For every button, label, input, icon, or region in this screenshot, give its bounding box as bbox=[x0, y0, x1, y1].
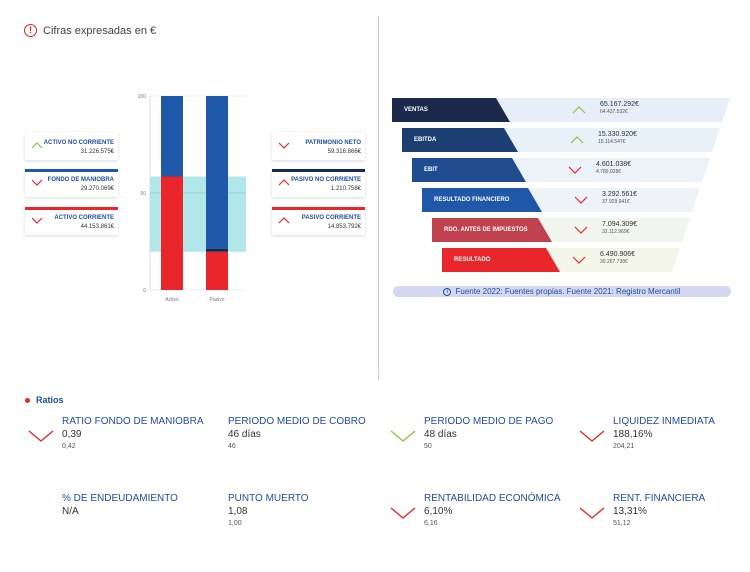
funnel-label: EBIT bbox=[412, 158, 526, 182]
funnel-value: 6.490.906€ bbox=[600, 251, 636, 258]
ratio-value: N/A bbox=[62, 506, 79, 517]
vertical-divider bbox=[378, 16, 379, 380]
ratio-value: 13,31% bbox=[613, 506, 647, 517]
card-pasivo-corriente: PASIVO CORRIENTE 14.853.792€ bbox=[272, 207, 365, 235]
funnel-row: RDO. ANTES DE IMPUESTOS 7.094.309€32.112.… bbox=[432, 218, 690, 242]
ratio-prev-value: 1,00 bbox=[228, 520, 242, 527]
funnel-row: EBIT 4.601.038€4.789.028€ bbox=[412, 158, 710, 182]
alert-icon: ! bbox=[24, 24, 37, 37]
ratio-value: 0,39 bbox=[62, 429, 82, 440]
x-tick-label: Activo bbox=[165, 297, 179, 303]
x-tick-label: Pasivo bbox=[209, 297, 224, 303]
funnel-label: VENTAS bbox=[392, 98, 510, 122]
trend-down-icon bbox=[390, 507, 416, 519]
y-tick-label: 50 bbox=[140, 191, 146, 197]
funnel-row: RESULTADO FINANCIERO 3.292.561€37.929.941… bbox=[422, 188, 700, 212]
trend-down-icon bbox=[568, 166, 582, 174]
ratio-value: 1,08 bbox=[228, 506, 248, 517]
ratio-item: % DE ENDEUDAMIENTO N/A bbox=[62, 493, 178, 520]
ratio-item: RENT. FINANCIERA 13,31% 51,12 bbox=[613, 493, 705, 527]
bar-segment bbox=[206, 248, 228, 252]
funnel-prev-value: 4.789.028€ bbox=[596, 169, 622, 175]
trend-down-icon bbox=[278, 142, 290, 149]
ratio-item: RATIO FONDO DE MANIOBRA 0,39 0,42 bbox=[62, 416, 204, 450]
ratio-prev-value: 204,21 bbox=[613, 443, 635, 450]
trend-down-icon bbox=[572, 256, 586, 264]
card-patrimonio-neto: PATRIMONIO NETO 59.316.866€ bbox=[272, 132, 365, 160]
funnel-label: EBITDA bbox=[402, 128, 518, 152]
ratio-name: PERIODO MEDIO DE PAGO bbox=[424, 416, 554, 427]
trend-down-icon bbox=[579, 430, 605, 442]
trend-up-icon bbox=[31, 142, 43, 149]
funnel-value: 3.292.561€ bbox=[602, 191, 638, 198]
bar-segment bbox=[206, 251, 228, 290]
trend-up-icon bbox=[278, 179, 290, 186]
trend-up-icon bbox=[570, 136, 584, 144]
ratio-value: 46 días bbox=[228, 429, 261, 440]
ratio-value: 48 días bbox=[424, 429, 457, 440]
funnel-label: RESULTADO FINANCIERO bbox=[422, 188, 542, 212]
ratio-item: RENTABILIDAD ECONÓMICA 6,10% 6,16 bbox=[424, 493, 561, 527]
card-fondo-de-maniobra: FONDO DE MANIOBRA 29.270.069€ bbox=[25, 169, 118, 197]
funnel-row: RESULTADO 6.490.906€30.267.738€ bbox=[442, 248, 680, 272]
ratio-item: PUNTO MUERTO 1,08 1,00 bbox=[228, 493, 309, 527]
funnel-prev-value: 32.112.969€ bbox=[602, 229, 630, 235]
funnel-prev-value: 37.929.941€ bbox=[602, 199, 630, 205]
funnel-value: 7.094.309€ bbox=[602, 221, 638, 228]
trend-down-icon bbox=[31, 179, 43, 186]
currency-note: ! Cifras expresadas en € bbox=[24, 24, 156, 37]
trend-down-icon bbox=[390, 430, 416, 442]
funnel-label: RDO. ANTES DE IMPUESTOS bbox=[432, 218, 552, 242]
funnel-value: 65.167.292€ bbox=[600, 101, 639, 108]
bullet-icon bbox=[25, 397, 30, 403]
funnel-prev-value: 30.267.738€ bbox=[600, 259, 628, 265]
ratio-item: PERIODO MEDIO DE PAGO 48 días 50 bbox=[424, 416, 553, 450]
ratio-prev-value: 0,42 bbox=[62, 443, 76, 450]
bar-segment bbox=[161, 176, 183, 290]
trend-up-icon bbox=[572, 106, 586, 114]
source-text: Fuente 2022: Fuentes propias. Fuente 202… bbox=[455, 287, 681, 296]
funnel-row: EBITDA 15.330.920€15.114.547€ bbox=[402, 128, 720, 152]
ratio-value: 6,10% bbox=[424, 506, 453, 517]
ratio-name: PUNTO MUERTO bbox=[228, 493, 309, 504]
y-tick-label: 100 bbox=[138, 94, 147, 100]
funnel-value: 4.601.038€ bbox=[596, 161, 632, 168]
bar-segment bbox=[161, 96, 183, 177]
funnel-value: 15.330.920€ bbox=[598, 131, 637, 138]
funnel-prev-value: 15.114.547€ bbox=[598, 139, 626, 145]
trend-down-icon bbox=[574, 226, 588, 234]
card-activo-corriente: ACTIVO CORRIENTE 44.153.861€ bbox=[25, 207, 118, 235]
info-icon: i bbox=[443, 287, 452, 296]
trend-down-icon bbox=[31, 217, 43, 224]
ratio-item: LIQUIDEZ INMEDIATA 188,16% 204,21 bbox=[613, 416, 715, 450]
ratio-name: % DE ENDEUDAMIENTO bbox=[62, 493, 178, 504]
ratio-name: RENTABILIDAD ECONÓMICA bbox=[424, 493, 561, 504]
ratio-item: PERIODO MEDIO DE COBRO 46 días 46 bbox=[228, 416, 366, 450]
ratio-name: LIQUIDEZ INMEDIATA bbox=[613, 416, 715, 427]
ratio-value: 188,16% bbox=[613, 429, 653, 440]
source-banner: i Fuente 2022: Fuentes propias. Fuente 2… bbox=[393, 286, 731, 297]
funnel-label: RESULTADO bbox=[442, 248, 560, 272]
funnel-row: VENTAS 65.167.292€64.437.532€ bbox=[392, 98, 730, 122]
ratio-name: RATIO FONDO DE MANIOBRA bbox=[62, 416, 204, 427]
ratio-prev-value: 46 bbox=[228, 443, 236, 450]
funnel-prev-value: 64.437.532€ bbox=[600, 109, 628, 115]
trend-down-icon bbox=[579, 507, 605, 519]
bar-segment bbox=[206, 96, 228, 249]
currency-note-text: Cifras expresadas en € bbox=[43, 24, 157, 37]
ratio-prev-value: 6,16 bbox=[424, 520, 438, 527]
ratio-name: RENT. FINANCIERA bbox=[613, 493, 706, 504]
trend-down-icon bbox=[28, 430, 54, 442]
trend-down-icon bbox=[574, 196, 588, 204]
ratio-prev-value: 51,12 bbox=[613, 520, 631, 527]
ratio-prev-value: 50 bbox=[424, 443, 432, 450]
ratios-title: Ratios bbox=[25, 395, 64, 405]
ratio-name: PERIODO MEDIO DE COBRO bbox=[228, 416, 366, 427]
y-tick-label: 0 bbox=[143, 288, 146, 294]
card-pasivo-no-corriente: PASIVO NO CORRIENTE 1.210.758€ bbox=[272, 169, 365, 197]
card-activo-no-corriente: ACTIVO NO CORRIENTE 31.226.575€ bbox=[25, 132, 118, 160]
trend-up-icon bbox=[278, 217, 290, 224]
